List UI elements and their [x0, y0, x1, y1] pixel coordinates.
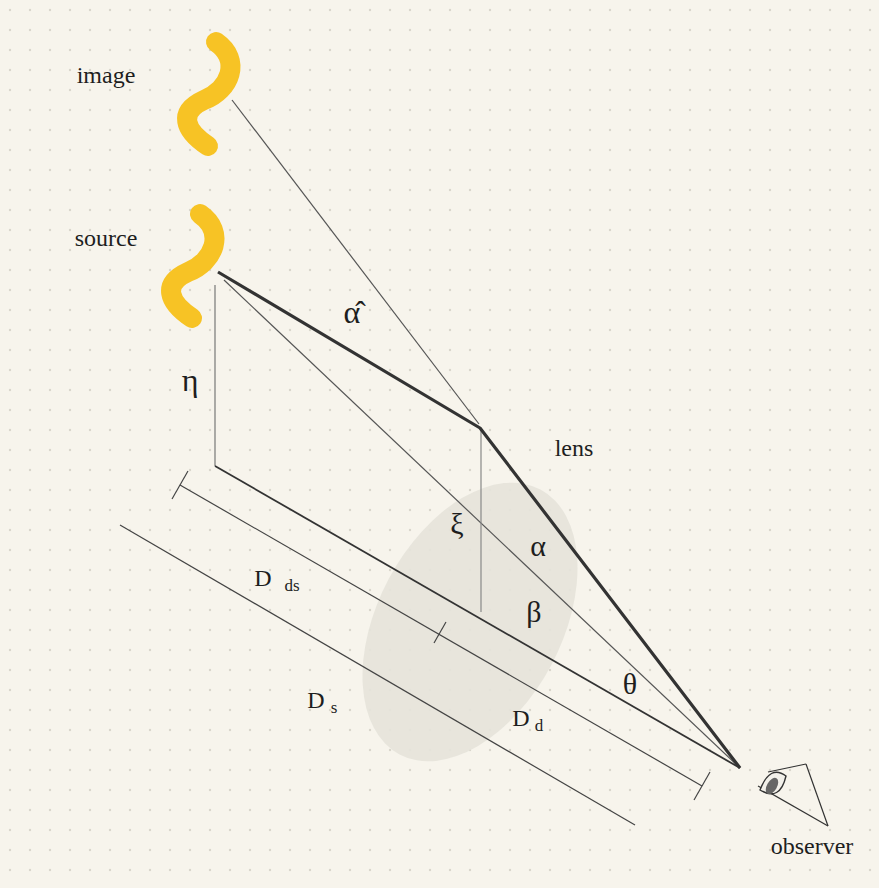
- source-galaxy: [171, 214, 214, 318]
- bracket-tick: [694, 772, 710, 800]
- eta-line: [214, 285, 215, 466]
- impact-offset: η: [182, 364, 199, 396]
- source-angle: β: [526, 597, 541, 627]
- apparent-ray: [232, 100, 479, 424]
- distance-bracket: [180, 485, 702, 786]
- distance-subscript: s: [331, 699, 338, 716]
- bracket-tick: [434, 622, 446, 643]
- lens-label: lens: [555, 436, 594, 460]
- image-angle: θ: [623, 669, 637, 699]
- image-label: image: [77, 63, 136, 87]
- xi-line: [480, 430, 481, 612]
- optical-axis: [215, 466, 740, 768]
- distance-symbol: D: [512, 706, 529, 730]
- observer-eye: [758, 764, 828, 826]
- image-galaxy: [187, 42, 230, 146]
- deflection-angle: α̂: [344, 296, 361, 328]
- reduced-angle: α: [530, 531, 546, 561]
- distance-bracket: [120, 525, 635, 825]
- light-path: [218, 272, 740, 768]
- observer-label: observer: [771, 834, 854, 858]
- lens-mass: [318, 446, 621, 797]
- source-label: source: [75, 226, 138, 250]
- distance-subscript: d: [535, 717, 544, 734]
- distance-symbol: D: [254, 566, 271, 590]
- distance-symbol: D: [307, 688, 324, 712]
- distance-subscript: ds: [284, 577, 299, 594]
- source-sightline: [224, 280, 740, 768]
- bracket-tick: [172, 471, 188, 499]
- impact-parameter: ξ: [450, 509, 463, 539]
